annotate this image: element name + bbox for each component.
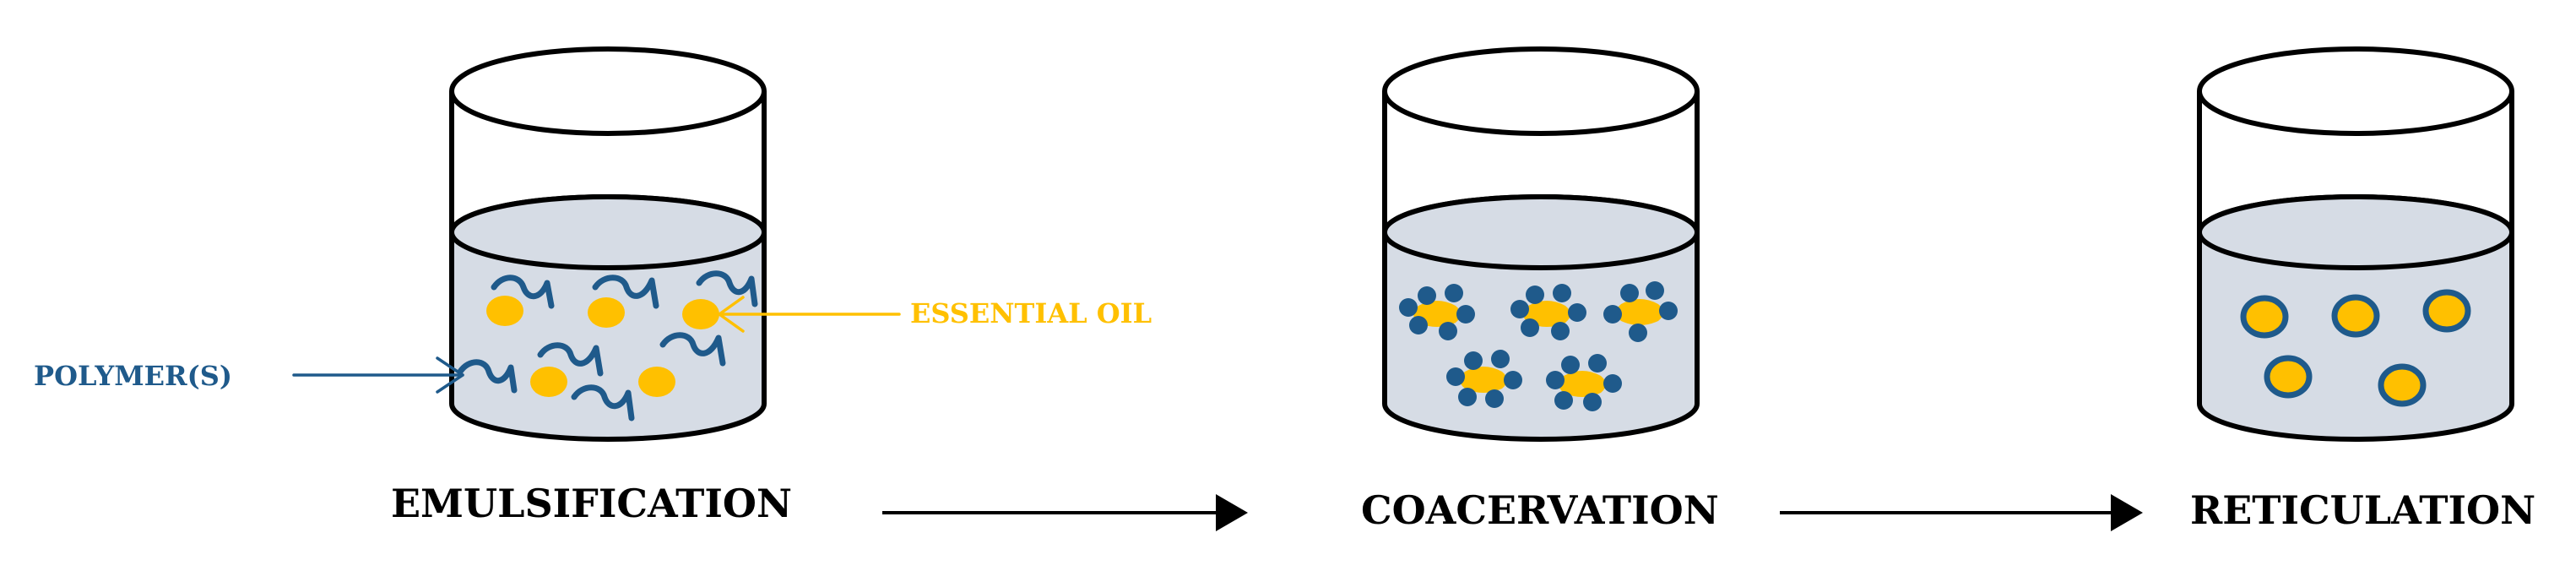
oil-pointer xyxy=(718,296,901,333)
stage-label-emulsification: EMULSIFICATION xyxy=(391,481,792,526)
microcapsules xyxy=(2240,289,2471,407)
polymer-pointer xyxy=(292,356,464,394)
beaker-rim xyxy=(2197,46,2514,136)
arrowhead-icon xyxy=(1216,494,1248,531)
coacervate-particle xyxy=(1399,284,1475,340)
beaker-rim xyxy=(1382,46,1700,136)
microcapsule xyxy=(2240,295,2289,339)
liquid-surface xyxy=(449,194,767,270)
polymer-chain xyxy=(659,332,726,367)
polymer-chain xyxy=(696,270,758,307)
coacervate-particle xyxy=(1510,284,1586,340)
oil-droplet xyxy=(588,297,625,328)
beaker-reticulation xyxy=(2197,46,2514,442)
polymer-chain xyxy=(571,384,635,421)
polymer-chains xyxy=(457,270,758,421)
polymer-chain xyxy=(457,359,518,394)
polymer-label: POLYMER(S) xyxy=(34,360,232,392)
oil-droplet xyxy=(682,299,719,329)
stage-label-reticulation: RETICULATION xyxy=(2190,487,2535,533)
liquid-surface xyxy=(2197,194,2514,270)
arrowhead-icon xyxy=(2111,494,2143,531)
beaker-emulsification: POLYMER(S) ESSENTIAL OIL xyxy=(34,46,1152,442)
oil-droplet xyxy=(638,367,675,397)
polymer-chain xyxy=(491,275,555,309)
liquid-surface xyxy=(1382,194,1700,270)
process-arrow-2 xyxy=(1780,494,2143,531)
microcapsule xyxy=(2422,289,2471,333)
coacervate-particle xyxy=(1546,354,1622,411)
beaker-rim xyxy=(449,46,767,136)
essential-oil-label: ESSENTIAL OIL xyxy=(910,297,1152,329)
stage-label-coacervation: COACERVATION xyxy=(1361,487,1719,533)
polymer-chain xyxy=(537,342,604,377)
oil-droplet xyxy=(486,296,523,326)
microcapsule xyxy=(2331,294,2380,338)
coacervate-particle xyxy=(1446,350,1522,408)
arrowhead-icon xyxy=(718,296,745,333)
microcapsule xyxy=(2378,363,2427,407)
process-arrow-1 xyxy=(882,494,1248,531)
coacervate-particle xyxy=(1603,281,1678,342)
oil-droplet xyxy=(530,367,567,397)
arrowhead-icon xyxy=(436,356,464,394)
microcapsule xyxy=(2264,355,2313,399)
oil-droplets xyxy=(486,296,719,397)
polymer-chain xyxy=(592,275,659,309)
beaker-coacervation xyxy=(1382,46,1700,442)
